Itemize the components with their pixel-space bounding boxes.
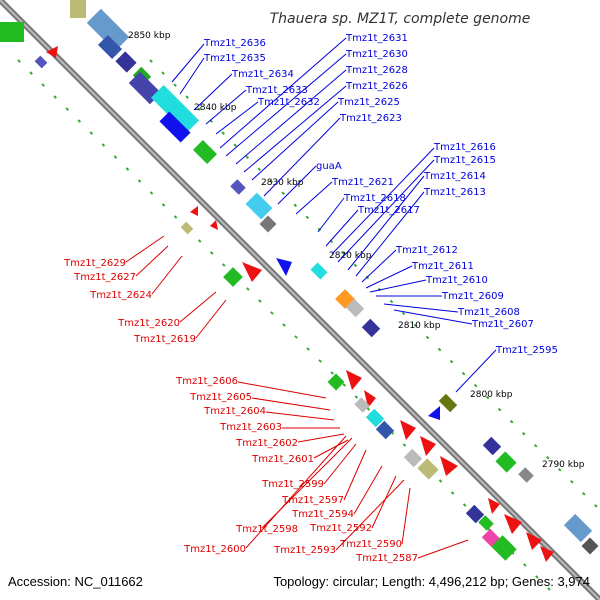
gene-label: Tmz1t_2600	[183, 544, 246, 555]
forward-labels: Tmz1t_2636 Tmz1t_2635 Tmz1t_2634 Tmz1t_2…	[203, 33, 558, 356]
gene-label: Tmz1t_2599	[261, 479, 324, 490]
gene-label: Tmz1t_2621	[331, 177, 394, 188]
gene-label: Tmz1t_2593	[273, 545, 336, 556]
gene-label: Tmz1t_2608	[457, 307, 520, 318]
gene-label: Tmz1t_2633	[245, 85, 308, 96]
gene-label: Tmz1t_2626	[345, 81, 408, 92]
gene-label: Tmz1t_2618	[343, 193, 406, 204]
reverse-leaders	[125, 235, 469, 559]
gene-label: Tmz1t_2632	[257, 97, 320, 108]
gene-label: Tmz1t_2628	[345, 65, 408, 76]
gene-label: Tmz1t_2630	[345, 49, 408, 60]
gene-label: Tmz1t_2636	[203, 38, 266, 49]
kbp-ticks: 2850 kbp 2840 kbp 2830 kbp 2820 kbp 2810…	[128, 31, 585, 470]
gene-label: Tmz1t_2592	[309, 523, 372, 534]
tick-label: 2820 kbp	[329, 251, 372, 261]
gene-label: Tmz1t_2595	[495, 345, 558, 356]
reverse-features[interactable]	[0, 0, 554, 562]
gene-label: Tmz1t_2635	[203, 53, 266, 64]
gene-label: Tmz1t_2617	[357, 205, 420, 216]
gene-label: Tmz1t_2610	[425, 275, 488, 286]
tick-label: 2800 kbp	[470, 390, 513, 400]
gene-label: Tmz1t_2611	[411, 261, 474, 272]
gene-label: Tmz1t_2597	[281, 495, 344, 506]
map-title: Thauera sp. MZ1T, complete genome	[270, 11, 531, 27]
gene-label: Tmz1t_2606	[175, 376, 238, 387]
forward-features[interactable]	[86, 8, 599, 555]
gene-label: Tmz1t_2629	[63, 258, 126, 269]
gene-label: Tmz1t_2587	[355, 553, 418, 564]
gene-label: guaA	[316, 161, 342, 172]
gene-label: Tmz1t_2624	[89, 290, 152, 301]
gene-label: Tmz1t_2614	[423, 171, 486, 182]
gene-label: Tmz1t_2594	[291, 509, 354, 520]
gene-label: Tmz1t_2625	[337, 97, 400, 108]
gene-label: Tmz1t_2601	[251, 454, 314, 465]
tick-label: 2790 kbp	[542, 460, 585, 470]
gene-label: Tmz1t_2603	[219, 422, 282, 433]
gene-label: Tmz1t_2607	[471, 319, 534, 330]
gene-label: Tmz1t_2627	[73, 272, 136, 283]
topology-text: Topology: circular; Length: 4,496,212 bp…	[273, 574, 590, 589]
gene-label: Tmz1t_2631	[345, 33, 408, 44]
forward-leaders	[171, 37, 497, 393]
accession-text: Accession: NC_011662	[8, 574, 143, 589]
gene-label: Tmz1t_2615	[433, 155, 496, 166]
gene-label: Tmz1t_2619	[133, 334, 196, 345]
tick-label: 2810 kbp	[398, 321, 441, 331]
gene-label: Tmz1t_2612	[395, 245, 458, 256]
gene-label: Tmz1t_2590	[339, 539, 402, 550]
tick-label: 2840 kbp	[194, 103, 237, 113]
gene-label: Tmz1t_2609	[441, 291, 504, 302]
gene-label: Tmz1t_2616	[433, 142, 496, 153]
gene-label: Tmz1t_2604	[203, 406, 266, 417]
gene-label: Tmz1t_2598	[235, 524, 298, 535]
tick-label: 2850 kbp	[128, 31, 171, 41]
gene-label: Tmz1t_2620	[117, 318, 180, 329]
gene-label: Tmz1t_2602	[235, 438, 298, 449]
reverse-labels: Tmz1t_2629 Tmz1t_2627 Tmz1t_2624 Tmz1t_2…	[63, 258, 418, 564]
gene-label: Tmz1t_2605	[189, 392, 252, 403]
tick-label: 2830 kbp	[261, 178, 304, 188]
gene-label: Tmz1t_2634	[231, 69, 294, 80]
gene-label: Tmz1t_2623	[339, 113, 402, 124]
gene-label: Tmz1t_2613	[423, 187, 486, 198]
